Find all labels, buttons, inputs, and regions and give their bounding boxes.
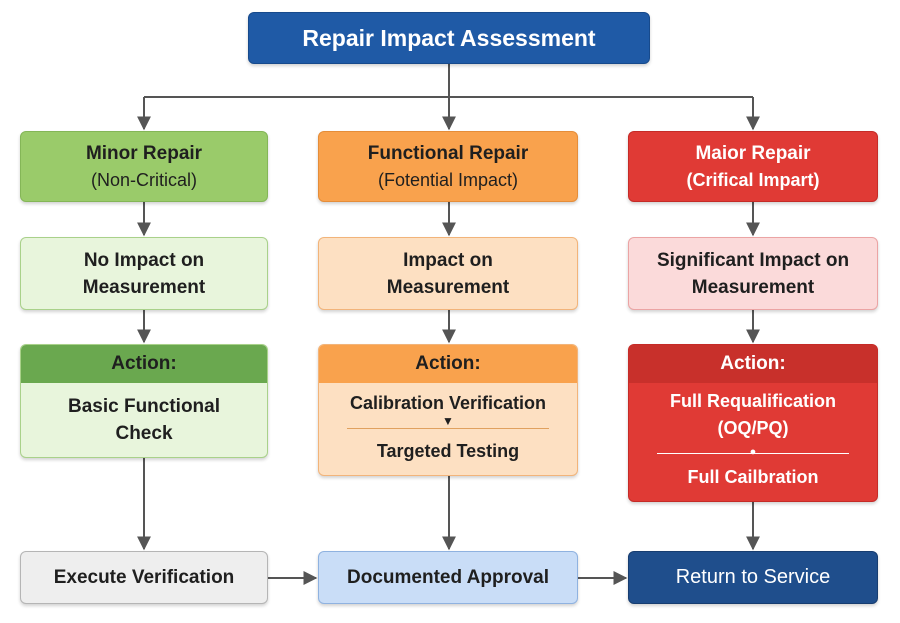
return-to-service-node: Return to Service [628,551,878,604]
major-action-divider [657,453,849,454]
minor-action-body: Basic Functional Check [58,383,230,457]
major-action-step1-line1: Full Requalification [669,391,836,411]
functional-repair-subtitle: (Fotential Impact) [377,170,519,190]
functional-action-label: Action: [319,345,577,383]
minor-repair-title: Minor Repair [85,143,203,164]
diagram-title: Repair Impact Assessment [248,12,650,64]
return-to-service-text: Return to Service [675,566,831,588]
documented-approval-node: Documented Approval [318,551,578,604]
functional-action-body: Calibration Verification ▼ Targeted Test… [319,383,577,475]
diagram-title-text: Repair Impact Assessment [302,24,596,51]
minor-action-node: Action: Basic Functional Check [20,344,268,458]
major-action-dot-icon: ● [749,446,757,458]
major-repair-node: Maior Repair (Crifical Impart) [628,131,878,202]
minor-impact-line1: No Impact on [83,249,205,271]
major-action-node: Action: Full Requalification (OQ/PQ) ● F… [628,344,878,502]
major-repair-subtitle: (Crifical Impart) [686,170,820,190]
minor-repair-subtitle: (Non-Critical) [90,170,197,190]
functional-action-step1: Calibration Verification [349,393,547,413]
minor-action-label: Action: [21,345,267,383]
execute-verification-text: Execute Verification [53,566,235,588]
major-repair-title: Maior Repair [695,143,811,164]
major-action-step2: Full Cailbration [687,467,819,487]
functional-impact-line2: Measurement [386,276,510,298]
major-impact-line2: Measurement [691,276,815,298]
functional-repair-title: Functional Repair [367,143,529,164]
functional-impact-line1: Impact on [403,249,493,271]
functional-action-step2: Targeted Testing [376,441,520,461]
functional-repair-node: Functional Repair (Fotential Impact) [318,131,578,202]
minor-action-line1: Basic Functional [67,396,221,417]
minor-repair-node: Minor Repair (Non-Critical) [20,131,268,202]
major-impact-node: Significant Impact on Measurement [628,237,878,310]
functional-impact-node: Impact on Measurement [318,237,578,310]
functional-action-down-arrow-icon: ▼ [442,414,454,428]
major-action-step1-line2: (OQ/PQ) [717,418,789,438]
minor-impact-node: No Impact on Measurement [20,237,268,310]
documented-approval-text: Documented Approval [347,566,549,588]
major-impact-line1: Significant Impact on [656,249,850,271]
major-action-label: Action: [629,345,877,383]
major-action-body: Full Requalification (OQ/PQ) ● Full Cail… [629,383,877,501]
functional-action-divider [347,428,549,429]
minor-impact-line2: Measurement [82,276,206,298]
functional-action-node: Action: Calibration Verification ▼ Targe… [318,344,578,476]
execute-verification-node: Execute Verification [20,551,268,604]
minor-action-line2: Check [115,423,173,444]
